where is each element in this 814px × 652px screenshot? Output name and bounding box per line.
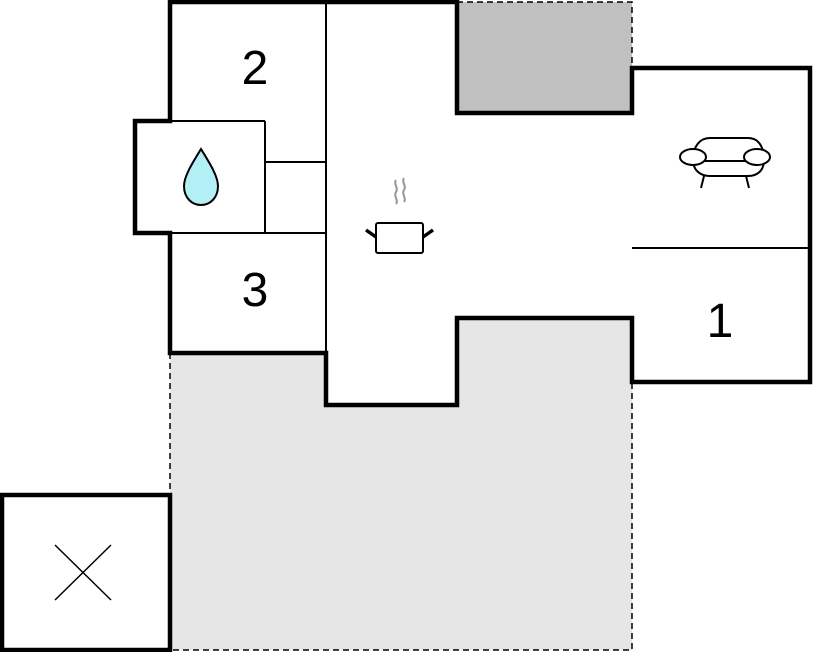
water-drop-icon xyxy=(182,147,220,207)
shed xyxy=(0,492,173,652)
terrace-area xyxy=(170,318,632,650)
room-2-label: 2 xyxy=(242,42,269,95)
terrace-dashed-border xyxy=(169,318,633,651)
cross-icon xyxy=(54,544,112,601)
room-1-label: 1 xyxy=(707,295,734,348)
exterior-walls xyxy=(132,0,813,408)
interior-walls xyxy=(170,2,810,353)
room-3-label: 3 xyxy=(242,264,269,317)
covered-area-dashed-border xyxy=(457,1,633,68)
covered-area xyxy=(457,2,632,113)
cooking-pot-icon xyxy=(364,177,435,254)
sofa-icon xyxy=(679,137,771,189)
